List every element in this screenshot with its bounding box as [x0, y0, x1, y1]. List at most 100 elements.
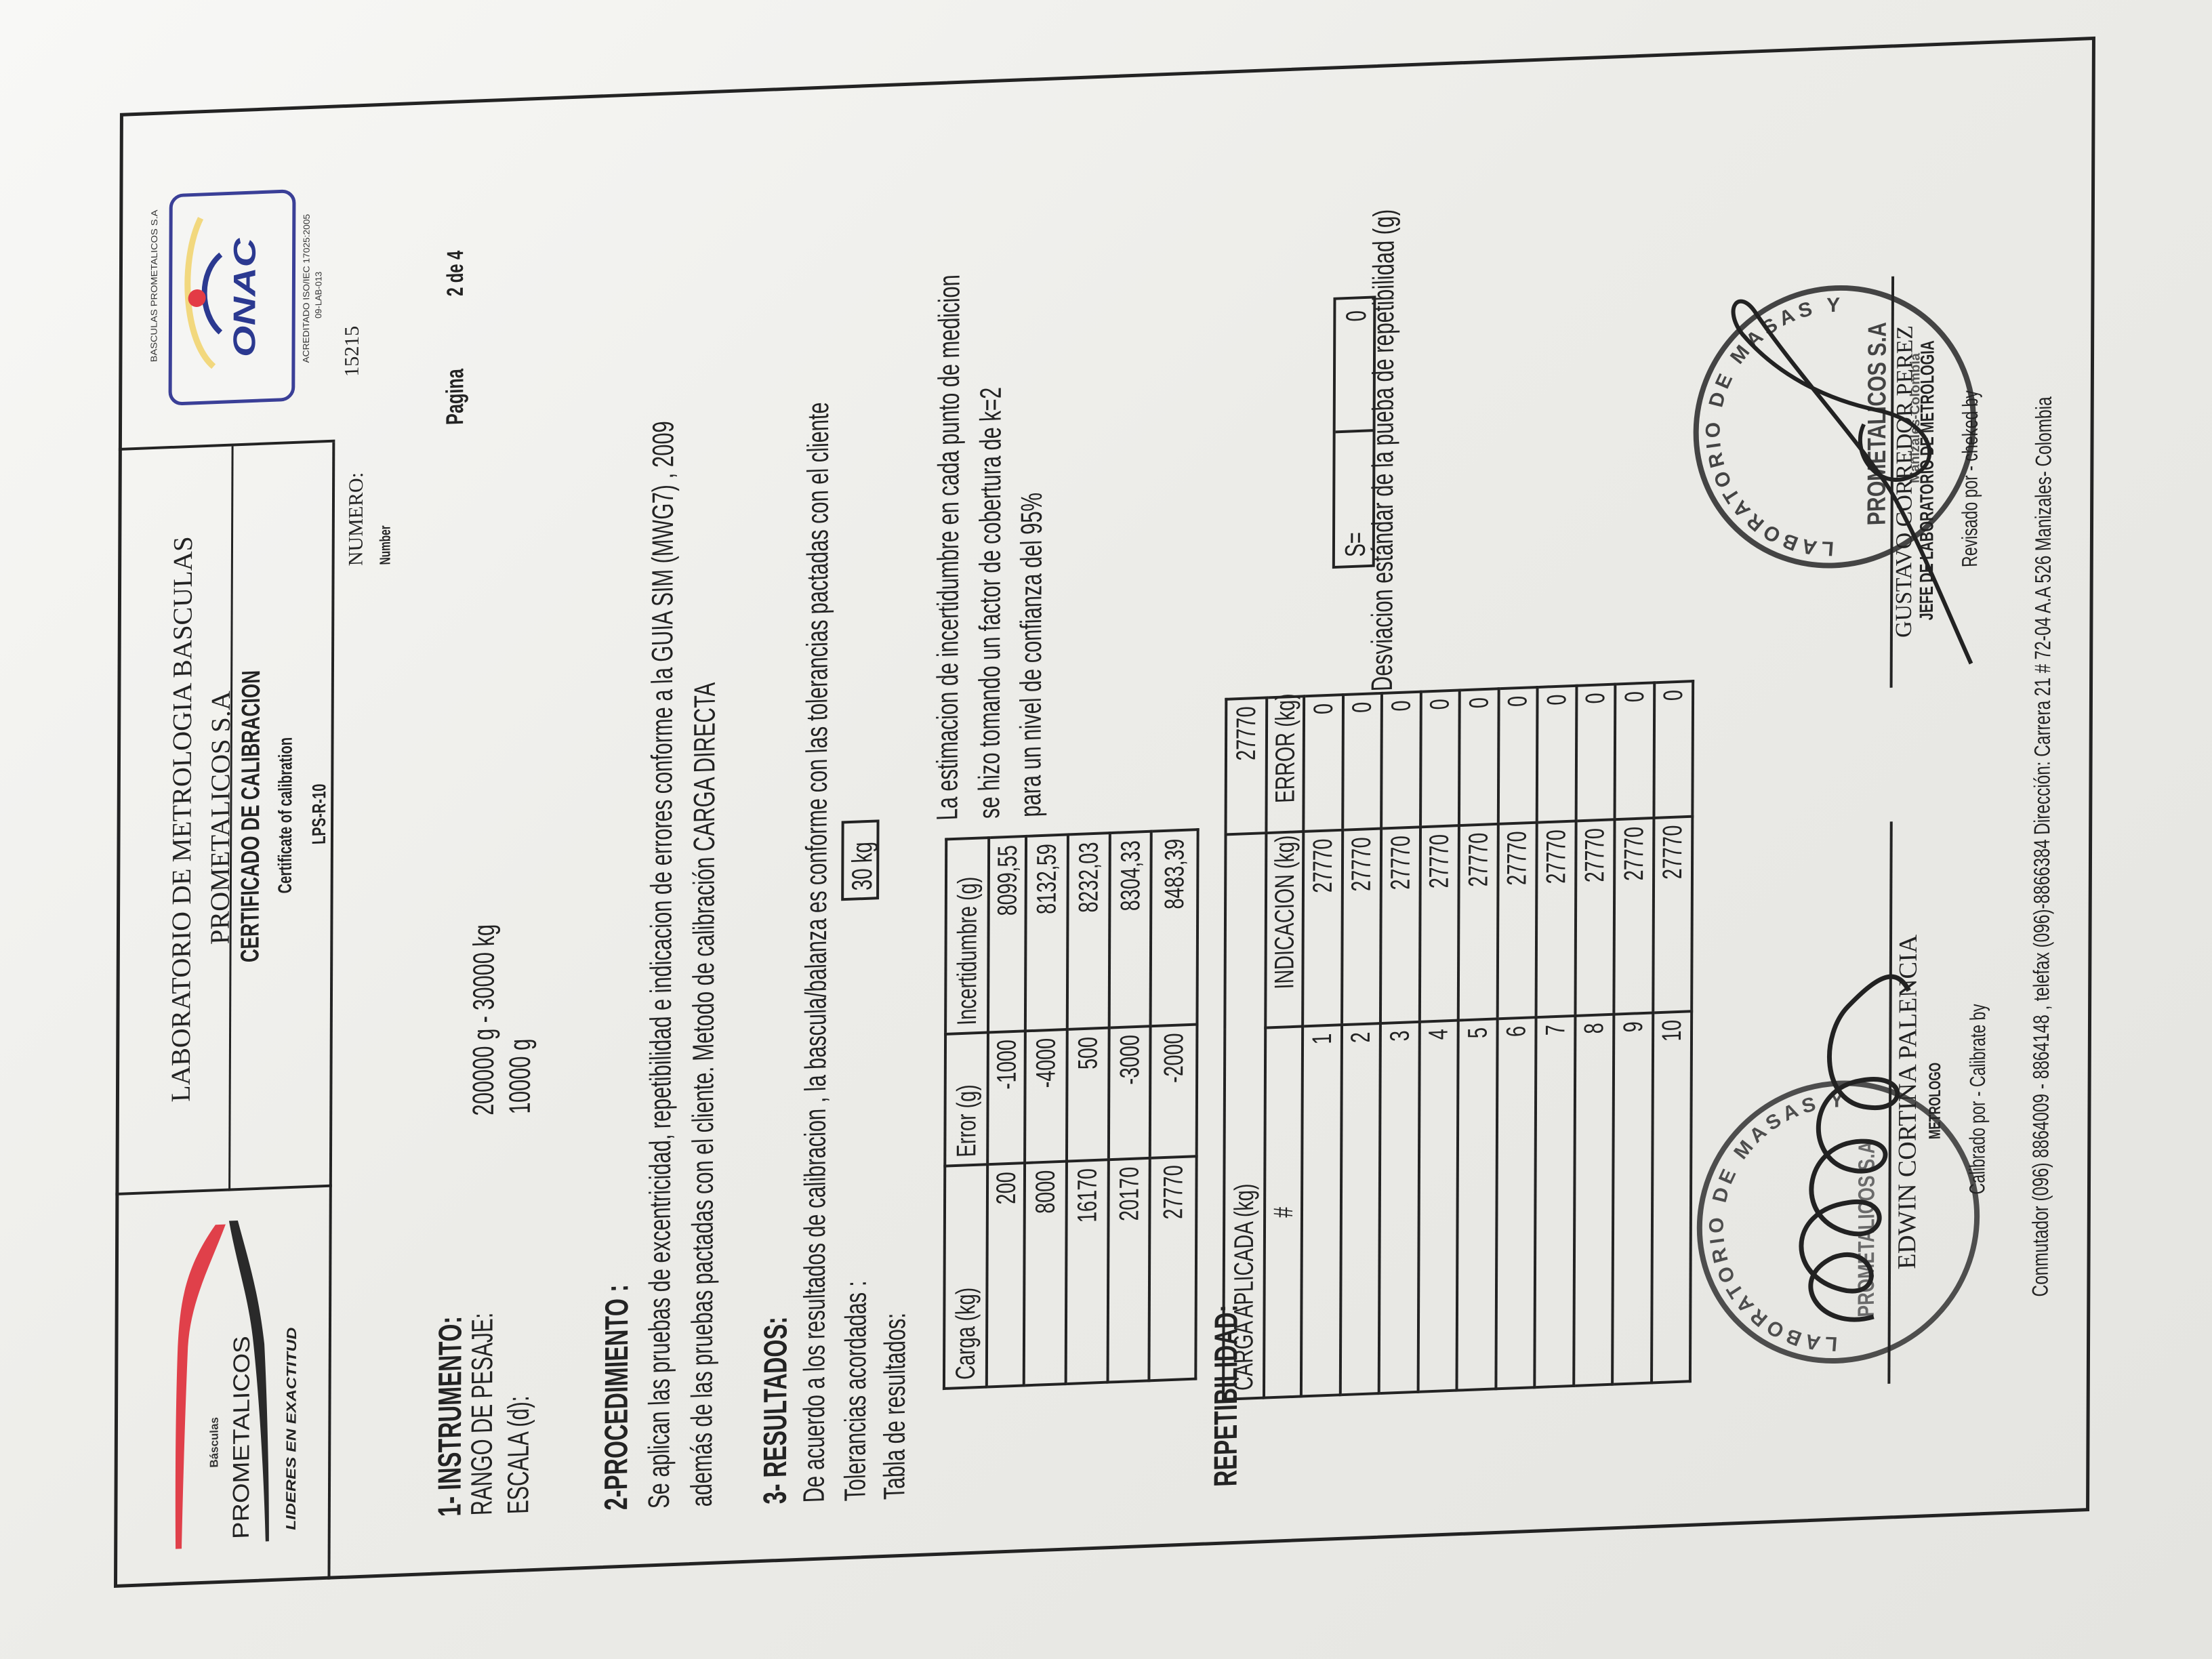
error-value-cell: 0 — [1342, 693, 1382, 830]
calibrated-role-wrap: METROLOGO — [1926, 819, 1944, 1382]
repeatability-column-header-cell: # — [1263, 1026, 1303, 1398]
uncertainty-note-line-1: La estimacion de incertidumbre en cada p… — [930, 274, 966, 821]
onac-logo: BASCULAS PROMETALICOS S.A ONAC ACREDITAD… — [148, 189, 323, 406]
indication-value: 27770 — [1385, 835, 1416, 891]
load-value-cell: 16170 — [1065, 1160, 1109, 1385]
uncertainty-value-cell: 8099,55 — [987, 836, 1027, 1033]
applied-load-label: CARGA APLICADA (kg) — [1229, 1183, 1260, 1391]
repeatability-column-header: ERROR (kg) — [1270, 693, 1300, 804]
results-column-header-cell: Incertidumbre (g) — [945, 838, 989, 1034]
results-table-row: 200 -1000 8099,55 — [986, 836, 1027, 1387]
results-statement: De acuerdo a los resultados de calibraci… — [797, 401, 836, 1504]
repeatability-column-header-cell: INDICACION (kg) — [1265, 832, 1304, 1028]
onac-code-text: 09-LAB-013 — [313, 271, 323, 319]
error-value: -2000 — [1158, 1033, 1189, 1084]
repeatability-table-row: 9 27770 0 — [1612, 682, 1654, 1385]
uncertainty-value: 8483,39 — [1159, 838, 1190, 910]
std-deviation-value: 0 — [1340, 310, 1372, 323]
indication-value-cell: 27770 — [1497, 822, 1537, 1019]
indication-value: 27770 — [1541, 829, 1572, 885]
trial-number-cell: 5 — [1456, 1019, 1498, 1391]
calibrated-by-name: EDWIN CORTINA PALENCIA — [1893, 934, 1923, 1270]
results-table-row: 16170 500 8232,03 — [1065, 833, 1110, 1385]
certificate-number: 15215 — [340, 325, 363, 377]
onac-brand-text: ONAC — [226, 237, 262, 358]
trial-number: 1 — [1307, 1033, 1337, 1046]
range-label: RANGO DE PESAJE: — [465, 1312, 499, 1517]
applied-load-label-cell: CARGA APLICADA (kg) — [1223, 833, 1267, 1399]
indication-value-cell: 27770 — [1574, 819, 1615, 1016]
form-code-wrap: LPS-R-10 — [308, 443, 330, 1185]
error-value-cell: -4000 — [1025, 1029, 1067, 1164]
error-value-cell: 0 — [1614, 682, 1654, 820]
trial-number: 10 — [1657, 1019, 1687, 1043]
calibrated-by-role: METROLOGO — [1925, 1062, 1945, 1140]
trial-number: 4 — [1423, 1028, 1454, 1041]
error-value: -1000 — [991, 1039, 1022, 1090]
trial-number: 7 — [1540, 1024, 1571, 1036]
applied-load-value-cell: 27770 — [1225, 697, 1267, 835]
repeatability-column-header: # — [1268, 1206, 1298, 1218]
lab-name-line1: LABORATORIO DE METROLOGIA BASCULAS — [165, 535, 199, 1103]
certificate-title: CERTIFICADO DE CALIBRACION — [236, 670, 266, 964]
load-value: 16170 — [1072, 1168, 1103, 1224]
uncertainty-value-cell: 8232,03 — [1067, 833, 1110, 1029]
logo-brand-text: PROMETALICOS — [228, 1336, 255, 1540]
load-value-cell: 200 — [986, 1163, 1025, 1387]
trial-number: 9 — [1618, 1021, 1648, 1033]
error-value: 0 — [1619, 691, 1650, 703]
repeatability-header-row: # INDICACION (kg) ERROR (kg) — [1263, 693, 1305, 1398]
procedure-section-title: 2-PROCEDIMIENTO : — [598, 1284, 636, 1511]
onac-red-dot — [188, 289, 206, 307]
number-label: NUMERO: — [344, 472, 368, 567]
trial-number: 8 — [1579, 1022, 1610, 1035]
footer-contact: Conmutador (096) 8864009 - 8864148 , tel… — [2027, 396, 2056, 1298]
calibration-certificate-page: Básculas PROMETALICOS LIDERES EN EXACTIT… — [96, 36, 2095, 1598]
onac-company-text: BASCULAS PROMETALICOS S.A — [148, 209, 159, 363]
results-table-label: Tabla de resultados: — [878, 1312, 912, 1500]
error-value: 500 — [1073, 1036, 1103, 1070]
indication-value: 27770 — [1463, 832, 1494, 888]
reviewed-by-name: GUSTAVO CORREDOR PEREZ — [1891, 325, 1918, 638]
reviewed-by-caption: Revisado por - cheked by — [1957, 390, 1983, 568]
uncertainty-value: 8099,55 — [992, 844, 1023, 916]
uncertainty-value: 8132,59 — [1031, 842, 1062, 915]
error-value-cell: -2000 — [1149, 1024, 1197, 1158]
error-value: 0 — [1464, 697, 1494, 710]
form-code: LPS-R-10 — [308, 783, 330, 845]
load-value: 8000 — [1030, 1169, 1061, 1214]
onac-yellow-arc — [184, 217, 216, 369]
uncertainty-value-cell: 8132,59 — [1025, 834, 1068, 1031]
indication-value: 27770 — [1424, 834, 1455, 889]
error-value-cell: -3000 — [1108, 1026, 1151, 1160]
repeatability-table-row: 7 27770 0 — [1534, 685, 1576, 1388]
indication-value-cell: 27770 — [1458, 823, 1498, 1021]
onac-accreditation-text: ACREDITADO ISO/IEC 17025:2005 — [301, 214, 312, 363]
trial-number-cell: 10 — [1651, 1011, 1692, 1383]
reviewed-role-wrap: JEFE DE LABORATORIO DE METROLOGIA — [1916, 274, 1938, 687]
repeatability-table-row: 10 27770 0 — [1651, 681, 1694, 1383]
error-value: 0 — [1425, 698, 1455, 711]
results-column-header-cell: Error (g) — [945, 1032, 988, 1166]
indication-value: 27770 — [1658, 824, 1688, 880]
lab-name-line2: PROMETALICOS S.A — [204, 690, 237, 945]
error-value-cell: 0 — [1303, 695, 1343, 832]
results-column-header: Error (g) — [951, 1084, 982, 1158]
indication-value-cell: 27770 — [1614, 817, 1654, 1015]
error-value-cell: 0 — [1576, 684, 1616, 821]
stamp-right-center-text: PROMETALICOS S.A — [1863, 322, 1892, 526]
error-value-cell: 0 — [1536, 685, 1576, 823]
calibrated-caption-wrap: Calibrado por - Calibrate by — [1965, 818, 1990, 1381]
error-value: 0 — [1658, 689, 1689, 702]
uncertainty-note-line-2: se hizo tomando un factor de cobertura d… — [972, 386, 1008, 820]
results-column-header: Carga (kg) — [950, 1287, 981, 1380]
trial-number: 6 — [1501, 1025, 1532, 1038]
error-value-cell: 0 — [1458, 689, 1499, 826]
indication-value-cell: 27770 — [1652, 816, 1693, 1013]
load-value-cell: 20170 — [1107, 1158, 1150, 1382]
